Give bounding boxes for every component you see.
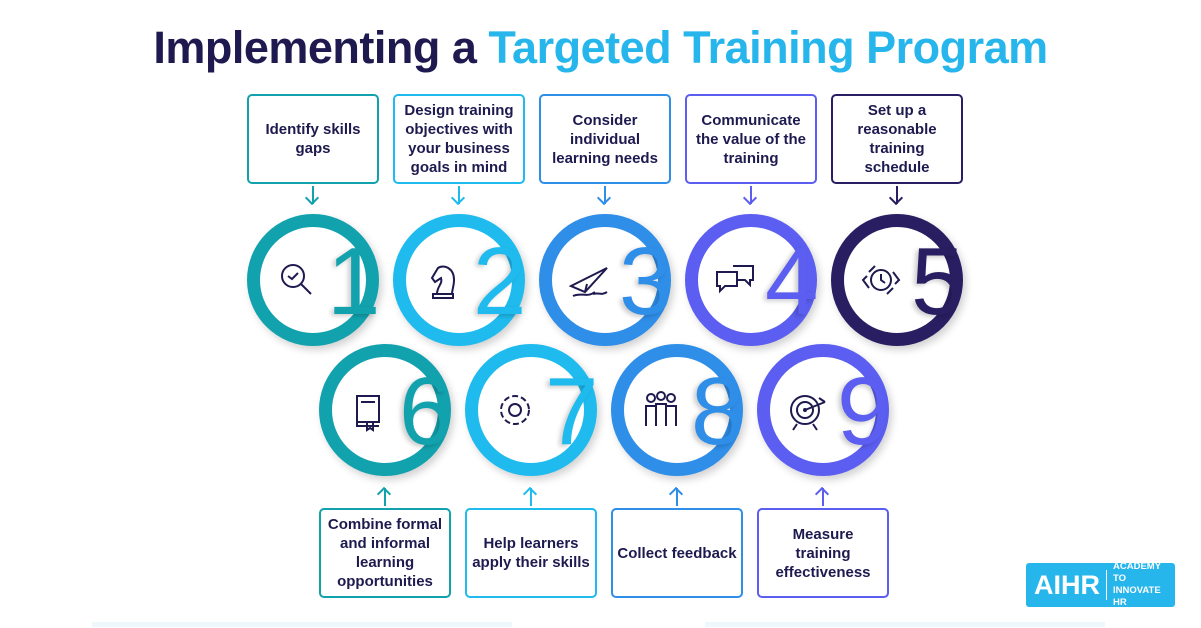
team-icon	[645, 391, 677, 426]
step-5-box: Set up a reasonable training schedule	[831, 94, 963, 184]
step-8-box: Collect feedback	[611, 508, 743, 598]
step-2-box: Design training objectives with your bus…	[393, 94, 525, 184]
arrow-down-icon	[604, 186, 606, 204]
step-3-box: Consider individual learning needs	[539, 94, 671, 184]
step-number: 5	[911, 228, 965, 335]
arrow-up-icon	[822, 488, 824, 506]
book-icon	[356, 395, 380, 432]
step-label: Collect feedback	[617, 544, 737, 562]
watch-icon	[861, 265, 901, 295]
step-label: Communicate the value of the training	[695, 111, 807, 167]
step-label: Design training objectives with your bus…	[404, 102, 514, 176]
step-label: Help learners apply their skills	[472, 535, 590, 571]
step-number: 3	[619, 228, 673, 335]
arrow-down-icon	[750, 186, 752, 204]
step-number: 9	[837, 358, 891, 465]
step-7-box: Help learners apply their skills	[465, 508, 597, 598]
magnifier-check-icon	[281, 264, 312, 295]
step-number: 4	[765, 228, 819, 335]
arrow-down-icon	[896, 186, 898, 204]
step-number: 1	[327, 228, 381, 335]
arrow-down-icon	[312, 186, 314, 204]
arrow-up-icon	[676, 488, 678, 506]
step-label: Consider individual learning needs	[552, 111, 658, 167]
step-1-box: Identify skills gaps	[247, 94, 379, 184]
step-number: 6	[399, 358, 453, 465]
step-number: 2	[473, 228, 527, 335]
floor-shadow	[705, 622, 1105, 627]
speech-bubbles-icon	[716, 265, 754, 294]
step-number: 8	[691, 358, 745, 465]
step-label: Combine formal and informal learning opp…	[327, 516, 443, 590]
step-4-box: Communicate the value of the training	[685, 94, 817, 184]
step-number: 7	[545, 358, 599, 465]
chess-knight-icon	[430, 265, 456, 299]
step-label: Measure training effectiveness	[775, 525, 871, 581]
arrow-up-icon	[384, 488, 386, 506]
floor-shadow	[92, 622, 512, 627]
paper-plane-icon	[568, 267, 608, 297]
step-6-box: Combine formal and informal learning opp…	[319, 508, 451, 598]
arrow-up-icon	[530, 488, 532, 506]
page-title: Implementing a Targeted Training Program	[153, 22, 1048, 73]
arrow-down-icon	[458, 186, 460, 204]
gear-cycle-icon	[500, 395, 530, 425]
target-icon	[790, 395, 826, 431]
step-label: Identify skills gaps	[265, 121, 361, 157]
step-9-box: Measure training effectiveness	[757, 508, 889, 598]
step-label: Set up a reasonable training schedule	[857, 102, 937, 176]
